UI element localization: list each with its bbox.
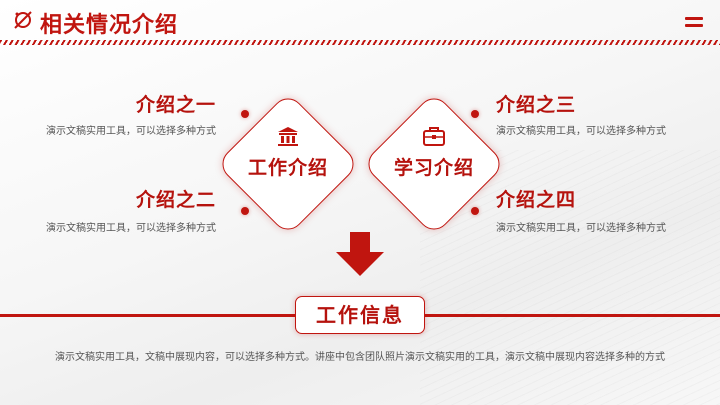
item-desc-1: 演示文稿实用工具，可以选择多种方式 — [46, 126, 216, 137]
diamond-study-content: 学习介绍 — [364, 125, 504, 180]
item-title-4: 介绍之四 — [496, 189, 577, 211]
dot-3 — [471, 110, 479, 118]
item-desc-4: 演示文稿实用工具，可以选择多种方式 — [496, 223, 666, 234]
bank-icon — [278, 127, 298, 146]
header-divider — [0, 40, 720, 45]
diamond-work-label: 工作介绍 — [247, 157, 328, 179]
bottom-description: 演示文稿实用工具，文稿中展现内容，可以选择多种方式。讲座中包含团队照片演示文稿实… — [55, 352, 665, 363]
menu-icon[interactable] — [685, 17, 703, 29]
briefcase-icon — [423, 127, 445, 146]
dot-1 — [241, 110, 249, 118]
diamond-work-content: 工作介绍 — [218, 125, 358, 180]
planet-icon — [14, 11, 32, 29]
item-title-3: 介绍之三 — [496, 94, 577, 116]
dot-2 — [241, 207, 249, 215]
diamond-study-label: 学习介绍 — [393, 157, 474, 179]
item-desc-3: 演示文稿实用工具，可以选择多种方式 — [496, 126, 666, 137]
item-title-1: 介绍之一 — [136, 94, 217, 116]
item-desc-2: 演示文稿实用工具，可以选择多种方式 — [46, 223, 216, 234]
header: 相关情况介绍 — [0, 0, 720, 46]
item-title-2: 介绍之二 — [136, 189, 217, 211]
page-title: 相关情况介绍 — [40, 13, 179, 38]
work-info-badge: 工作信息 — [295, 296, 425, 334]
dot-4 — [471, 207, 479, 215]
arrow-down-icon — [336, 232, 384, 276]
